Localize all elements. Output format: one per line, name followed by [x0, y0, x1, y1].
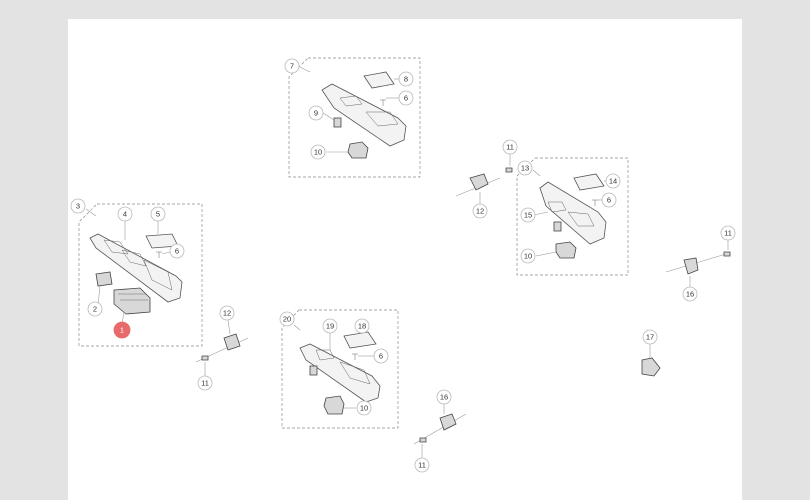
- callout-11[interactable]: 11: [197, 375, 213, 391]
- svg-text:6: 6: [175, 247, 179, 256]
- callout-6[interactable]: 6: [398, 90, 414, 106]
- svg-text:6: 6: [379, 352, 383, 361]
- assembly-group-13: [516, 157, 629, 276]
- switch-cover-plate: [363, 71, 395, 89]
- callout-labels: 7 8 6 9 10 3 4 5 6 2 1 11 13 14 6 15 10 …: [70, 58, 736, 473]
- svg-text:18: 18: [358, 322, 366, 331]
- parts-diagram-sheet: 7 8 6 9 10 3 4 5 6 2 1 11 13 14 6 15 10 …: [68, 19, 742, 500]
- svg-text:5: 5: [156, 210, 160, 219]
- svg-text:10: 10: [360, 404, 368, 413]
- svg-text:11: 11: [506, 143, 514, 152]
- svg-text:12: 12: [223, 309, 231, 318]
- svg-text:16: 16: [686, 290, 694, 299]
- callout-1-highlighted[interactable]: 1: [113, 321, 131, 339]
- callout-6[interactable]: 6: [601, 192, 617, 208]
- svg-text:3: 3: [76, 202, 80, 211]
- switch-cover-plate: [573, 173, 605, 191]
- master-window-switch: [113, 287, 151, 315]
- wiring-connector: [469, 173, 489, 191]
- svg-text:17: 17: [646, 333, 654, 342]
- screw: [723, 251, 731, 257]
- callout-17[interactable]: 17: [642, 329, 658, 345]
- svg-text:15: 15: [524, 211, 532, 220]
- switch-cap: [95, 271, 113, 287]
- exploded-parts-diagram: 7 8 6 9 10 3 4 5 6 2 1 11 13 14 6 15 10 …: [70, 57, 736, 473]
- svg-text:1: 1: [120, 326, 124, 335]
- connector-12-upper: [455, 154, 513, 204]
- wiring-connector: [223, 333, 241, 351]
- window-switch-bezel: [321, 83, 407, 147]
- switch-cover-plate: [343, 331, 377, 349]
- screw: [419, 437, 427, 443]
- callout-8[interactable]: 8: [398, 71, 414, 87]
- assembly-group-20: [281, 309, 399, 429]
- callout-10[interactable]: 10: [520, 248, 536, 264]
- callout-5[interactable]: 5: [150, 206, 166, 222]
- callout-16[interactable]: 16: [436, 389, 452, 405]
- svg-text:7: 7: [290, 62, 294, 71]
- wiring-connector: [641, 357, 661, 377]
- svg-text:11: 11: [201, 379, 209, 388]
- assembly-group-3: [78, 203, 203, 347]
- connector-16-bottom: [413, 404, 467, 458]
- svg-text:8: 8: [404, 75, 408, 84]
- svg-text:6: 6: [607, 196, 611, 205]
- callout-4[interactable]: 4: [117, 206, 133, 222]
- callout-16[interactable]: 16: [682, 286, 698, 302]
- svg-text:9: 9: [314, 109, 318, 118]
- svg-text:11: 11: [724, 229, 732, 238]
- window-switch-part: [323, 395, 345, 415]
- callout-10[interactable]: 10: [356, 400, 372, 416]
- callout-14[interactable]: 14: [605, 173, 621, 189]
- retainer-clip: [553, 221, 562, 232]
- connector-16-right: [665, 240, 731, 288]
- svg-text:2: 2: [93, 305, 97, 314]
- svg-text:4: 4: [123, 210, 127, 219]
- callout-6[interactable]: 6: [373, 348, 389, 364]
- callout-20[interactable]: 20: [279, 311, 295, 327]
- svg-text:13: 13: [521, 164, 529, 173]
- callout-3[interactable]: 3: [70, 198, 86, 214]
- svg-text:14: 14: [609, 177, 617, 186]
- passenger-window-switch-bezel: [539, 181, 607, 245]
- callout-11[interactable]: 11: [720, 225, 736, 241]
- svg-text:12: 12: [476, 207, 484, 216]
- callout-11[interactable]: 11: [414, 457, 430, 473]
- callout-13[interactable]: 13: [517, 160, 533, 176]
- retainer-clip: [333, 117, 342, 128]
- assembly-group-7: [288, 57, 421, 178]
- window-switch-part: [555, 241, 577, 259]
- callout-18[interactable]: 18: [354, 318, 370, 334]
- callout-15[interactable]: 15: [520, 207, 536, 223]
- retainer-clip: [309, 365, 318, 376]
- callout-11[interactable]: 11: [502, 139, 518, 155]
- screw: [505, 167, 513, 173]
- callout-7[interactable]: 7: [284, 58, 300, 74]
- connector-17: [641, 344, 661, 377]
- svg-text:11: 11: [418, 461, 426, 470]
- callout-6[interactable]: 6: [169, 243, 185, 259]
- svg-text:16: 16: [440, 393, 448, 402]
- wiring-connector: [683, 257, 699, 275]
- callout-19[interactable]: 19: [322, 318, 338, 334]
- svg-text:20: 20: [283, 315, 291, 324]
- callout-10[interactable]: 10: [310, 144, 326, 160]
- svg-text:6: 6: [404, 94, 408, 103]
- connector-12-lower: [195, 319, 249, 376]
- screw: [201, 355, 209, 361]
- callout-9[interactable]: 9: [308, 105, 324, 121]
- wiring-connector: [439, 413, 457, 431]
- window-switch-part: [347, 141, 369, 159]
- svg-text:10: 10: [524, 252, 532, 261]
- callout-12[interactable]: 12: [472, 203, 488, 219]
- callout-2[interactable]: 2: [87, 301, 103, 317]
- callout-12[interactable]: 12: [219, 305, 235, 321]
- svg-text:10: 10: [314, 148, 322, 157]
- svg-text:19: 19: [326, 322, 334, 331]
